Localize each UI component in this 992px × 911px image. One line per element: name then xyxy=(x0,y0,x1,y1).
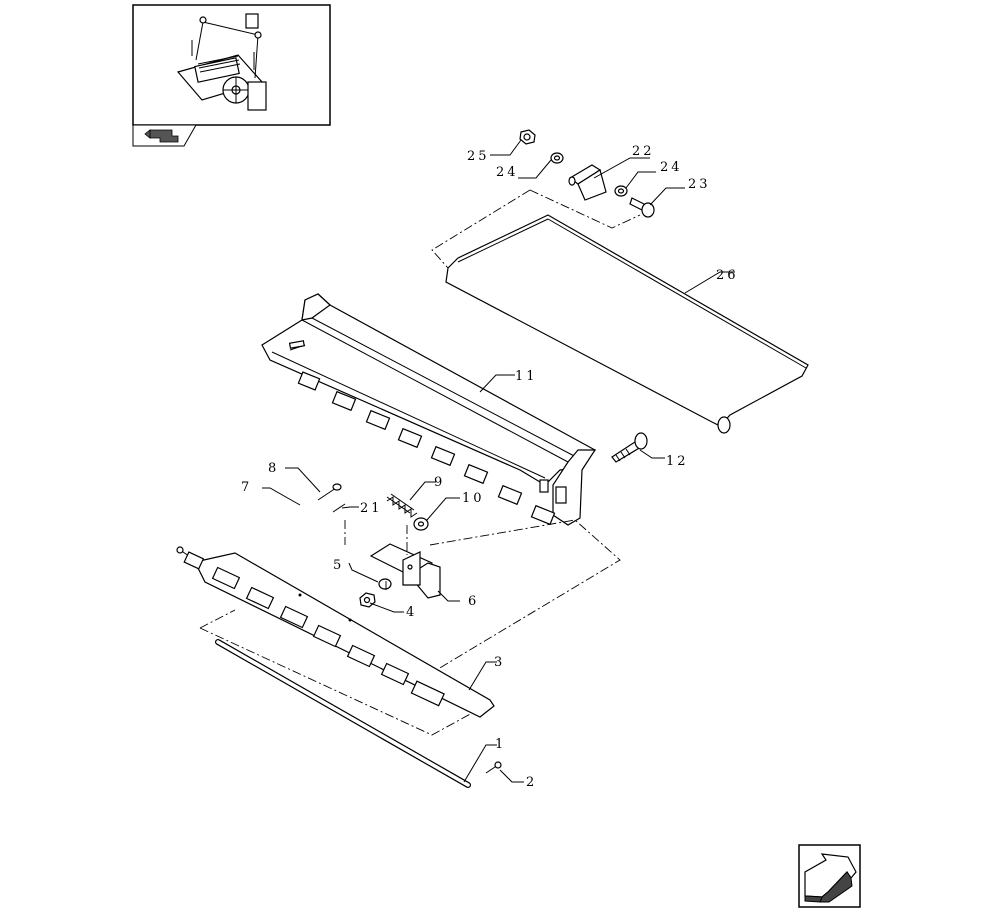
callout-5: 5 xyxy=(333,558,344,573)
part-6-hinge-bracket xyxy=(369,543,441,599)
callout-4: 4 xyxy=(406,605,417,620)
part-9-spring xyxy=(386,493,418,518)
callout-24-lower: 24 xyxy=(660,160,683,175)
callout-7: 7 xyxy=(241,480,252,495)
callout-26: 26 xyxy=(716,268,739,283)
callout-21: 21 xyxy=(360,501,383,516)
part-1-rod xyxy=(215,639,471,788)
callout-8: 8 xyxy=(268,461,279,476)
overview-thumbnail[interactable] xyxy=(132,4,331,126)
part-4-nut xyxy=(359,592,376,608)
callout-1: 1 xyxy=(495,737,506,752)
part-26-cover-panel xyxy=(445,214,809,434)
previous-page-arrow-icon[interactable] xyxy=(132,124,197,147)
callout-labels: 25 24 22 24 23 26 11 12 8 7 9 21 10 5 6 … xyxy=(241,144,739,790)
part-21-pin xyxy=(332,503,346,513)
callout-25: 25 xyxy=(467,149,490,164)
part-5-washer xyxy=(378,578,392,590)
callout-11: 11 xyxy=(515,369,538,384)
part-24-washer-upper xyxy=(550,152,564,164)
machine-overview-thumbnail-icon xyxy=(176,13,267,111)
part-12-bolt xyxy=(611,432,648,463)
callout-12: 12 xyxy=(666,454,689,469)
next-page-arrow-icon[interactable] xyxy=(798,844,861,908)
part-23-bolt xyxy=(629,197,655,218)
part-22-bracket xyxy=(568,164,607,201)
leader-lines xyxy=(262,139,735,783)
part-2-cotter-pin xyxy=(485,761,502,774)
callout-2: 2 xyxy=(526,775,537,790)
callout-6: 6 xyxy=(468,594,479,609)
part-7-l-pin xyxy=(290,501,347,537)
callout-3: 3 xyxy=(494,655,505,670)
callout-24-upper: 24 xyxy=(496,165,519,180)
part-11-tray xyxy=(261,293,597,526)
callout-23: 23 xyxy=(688,177,711,192)
part-25-nut xyxy=(519,129,536,145)
part-10-washer xyxy=(413,517,429,531)
part-24-washer-lower xyxy=(614,185,628,197)
part-3-hinge-strip xyxy=(176,546,495,718)
callout-10: 10 xyxy=(462,491,485,506)
callout-22: 22 xyxy=(632,144,655,159)
callout-9: 9 xyxy=(434,475,445,490)
part-8-cotter-pin xyxy=(317,483,342,501)
